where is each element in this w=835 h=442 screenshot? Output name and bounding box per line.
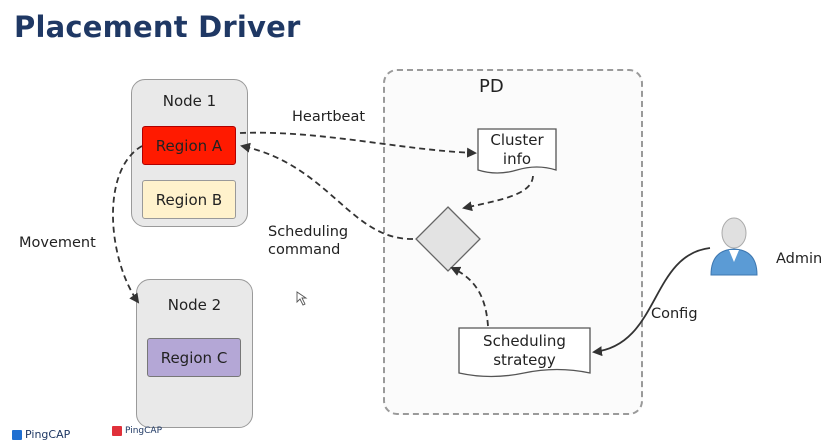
heartbeat-arrow bbox=[239, 131, 477, 158]
cluster-info-shape bbox=[477, 128, 557, 174]
node-2-label: Node 2 bbox=[167, 296, 222, 314]
pd-label: PD bbox=[479, 76, 504, 97]
footer-logo-1-text: PingCAP bbox=[25, 428, 71, 441]
pingcap-logo-icon bbox=[12, 429, 22, 440]
admin-person-icon bbox=[710, 217, 758, 276]
scheduling-strategy-shape bbox=[458, 327, 591, 378]
footer-logo-2: PingCAP bbox=[112, 426, 162, 436]
node-1-label: Node 1 bbox=[162, 92, 217, 110]
region-c: Region C bbox=[147, 338, 241, 377]
scheduling-strategy-label: Scheduling strategy bbox=[483, 332, 566, 369]
node-2: Node 2 Region C bbox=[136, 279, 253, 428]
footer-logo-2-text: PingCAP bbox=[125, 426, 163, 436]
node-1: Node 1 Region A Region B bbox=[131, 79, 248, 227]
slide-title: Placement Driver bbox=[14, 10, 301, 44]
footer-logo-1: PingCAP bbox=[12, 428, 70, 441]
scheduling-command-arrow bbox=[240, 142, 414, 240]
scheduling-command-label: Scheduling command bbox=[268, 224, 349, 259]
config-label: Config bbox=[651, 306, 698, 322]
pingcap-logo-icon bbox=[112, 426, 122, 436]
strategy-to-decision-arrow bbox=[450, 266, 489, 327]
decision-diamond bbox=[415, 206, 481, 272]
heartbeat-label: Heartbeat bbox=[292, 109, 366, 125]
movement-label: Movement bbox=[19, 235, 96, 251]
mouse-cursor-icon bbox=[296, 291, 308, 306]
cluster-info-label: Cluster info bbox=[490, 131, 544, 168]
config-arrow bbox=[592, 247, 711, 357]
region-a: Region A bbox=[142, 126, 236, 165]
movement-arrow bbox=[112, 145, 143, 304]
cluster-to-decision-arrow bbox=[462, 175, 534, 212]
region-b: Region B bbox=[142, 180, 236, 219]
admin-label: Admin bbox=[776, 251, 823, 267]
